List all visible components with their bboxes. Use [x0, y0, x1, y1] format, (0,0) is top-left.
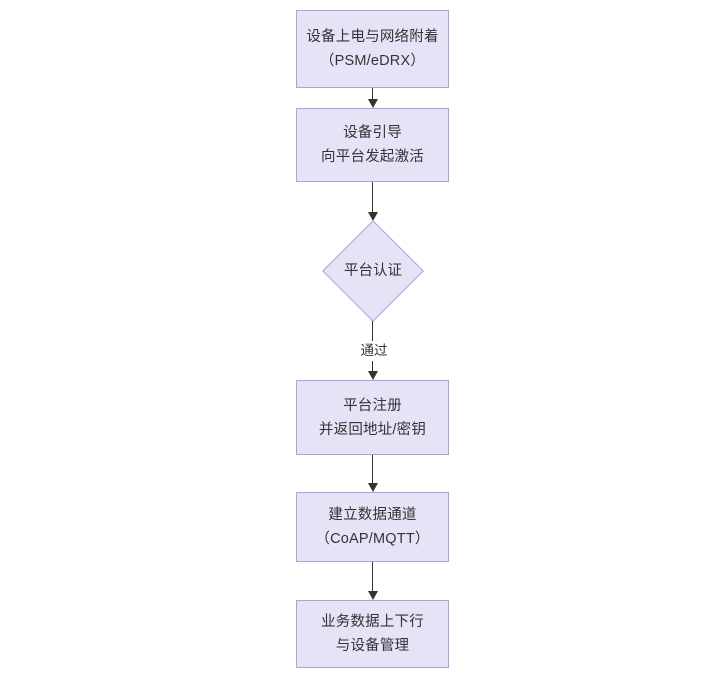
flow-node-device-bootstrap[interactable]: 设备引导 向平台发起激活 — [296, 108, 449, 182]
flow-edge-line — [372, 182, 374, 213]
flow-node-business-data-and-device-management[interactable]: 业务数据上下行 与设备管理 — [296, 600, 449, 668]
flow-node-line: （PSM/eDRX） — [319, 53, 426, 69]
flow-node-line: （CoAP/MQTT） — [315, 531, 430, 547]
flow-edge-line — [372, 562, 374, 592]
flow-node-line: 设备引导 — [343, 125, 402, 141]
flow-edge-arrowhead-icon — [367, 99, 378, 108]
flow-edge-arrowhead-icon — [367, 591, 378, 600]
flow-node-line: 建立数据通道 — [328, 507, 417, 523]
flow-edge-label-pass: 通过 — [357, 341, 391, 361]
flow-node-device-power-on[interactable]: 设备上电与网络附着 （PSM/eDRX） — [296, 10, 449, 88]
flow-node-line: 平台注册 — [343, 397, 402, 414]
flow-edge-arrowhead-icon — [367, 483, 378, 492]
flow-node-line: 向平台发起激活 — [321, 149, 424, 165]
flow-node-line: 并返回地址/密钥 — [318, 421, 427, 438]
flow-node-platform-auth-decision[interactable]: 平台认证 — [322, 220, 424, 322]
flow-node-line: 设备上电与网络附着 — [306, 29, 439, 45]
flow-edge-line — [372, 88, 374, 100]
flow-node-line: 与设备管理 — [335, 638, 410, 654]
flow-edge-line — [372, 455, 374, 484]
flow-node-establish-data-channel[interactable]: 建立数据通道 （CoAP/MQTT） — [296, 492, 449, 562]
flow-node-line: 平台认证 — [344, 263, 402, 279]
flow-edge-arrowhead-icon — [367, 212, 378, 221]
flow-node-platform-register[interactable]: 平台注册 并返回地址/密钥 — [296, 380, 449, 455]
flow-node-line: 业务数据上下行 — [321, 614, 424, 630]
flow-edge-arrowhead-icon — [367, 371, 378, 380]
